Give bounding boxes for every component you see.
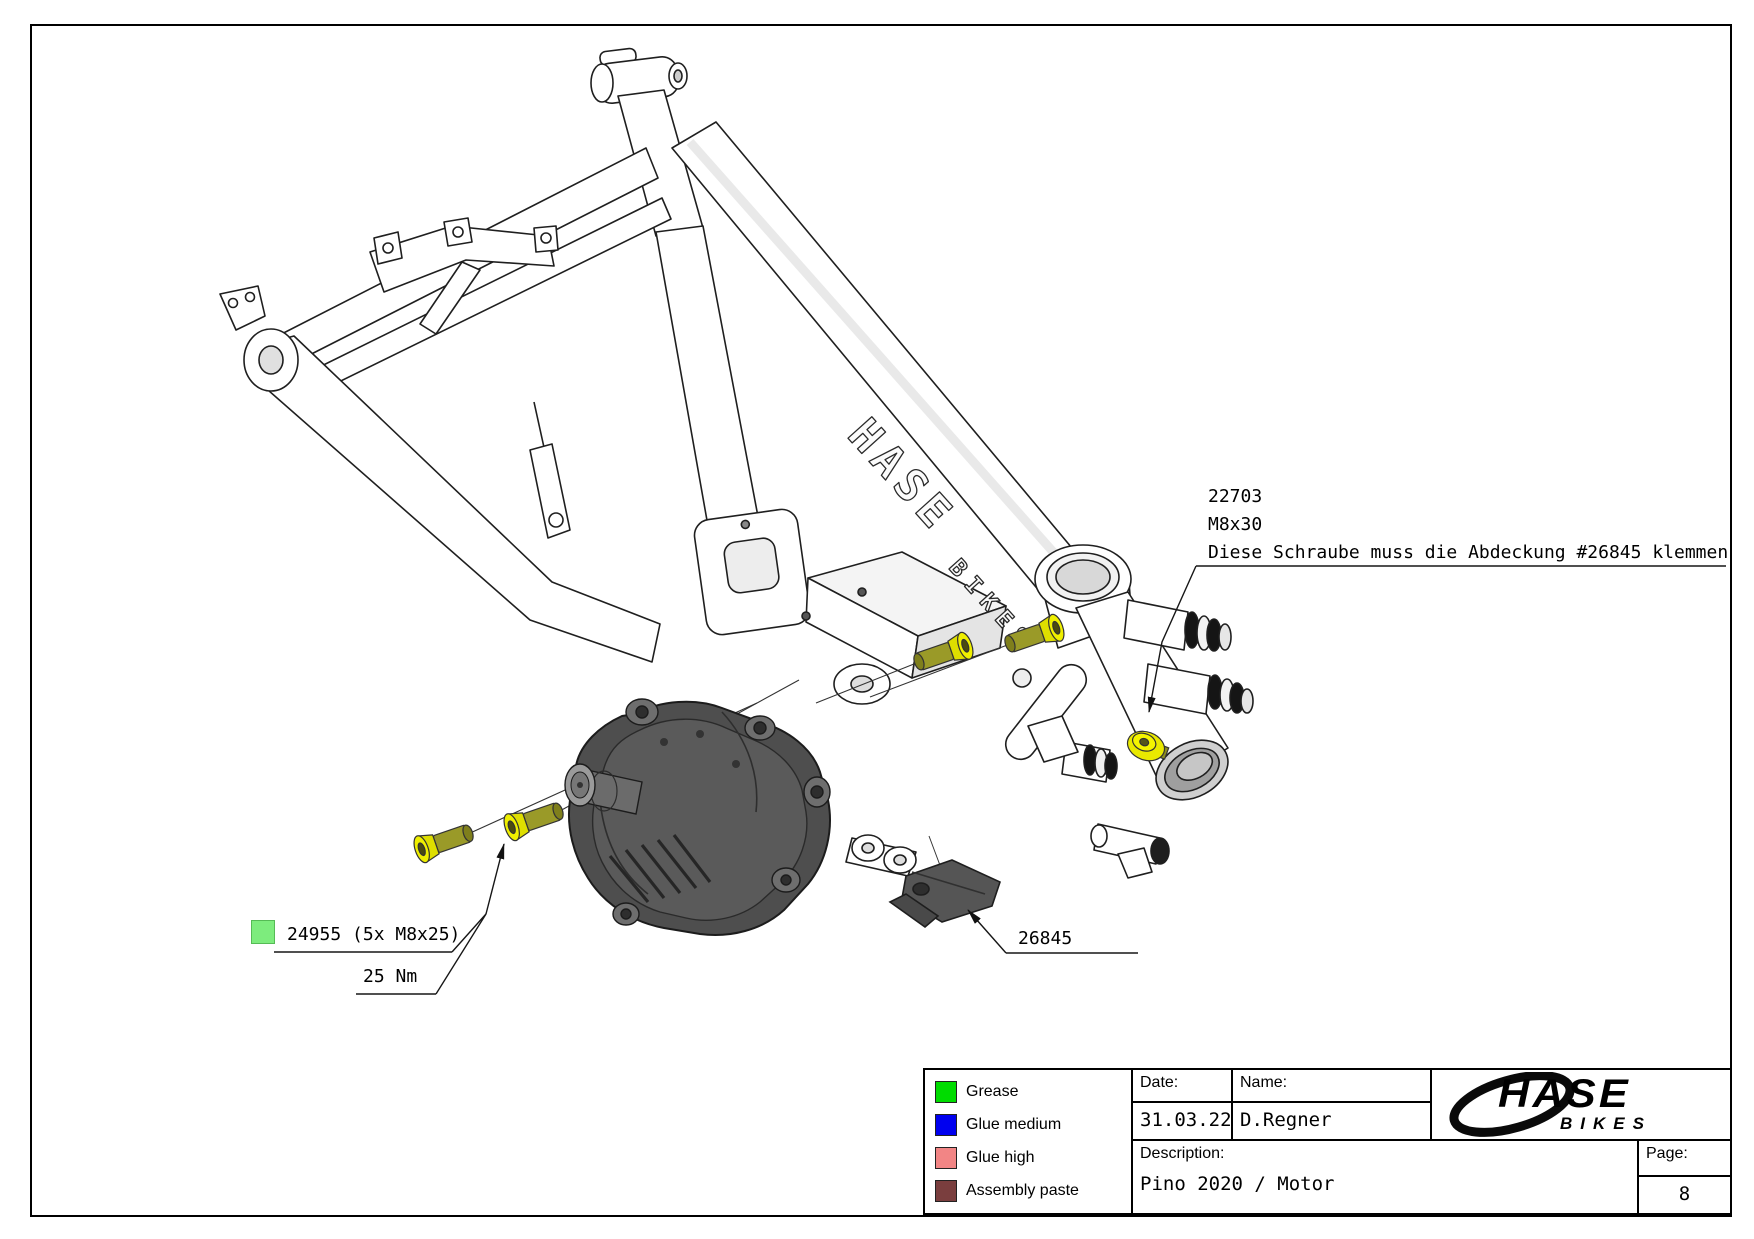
leader-22703 — [1147, 565, 1197, 713]
logo-swoosh-icon — [1449, 1071, 1575, 1137]
cable-strap — [529, 401, 571, 539]
cover-plate-26845 — [888, 859, 1001, 929]
motor — [564, 698, 831, 936]
page-number: 8 — [1678, 1183, 1691, 1205]
grease-swatch-icon — [935, 1081, 957, 1104]
grease-color-swatch — [251, 920, 275, 944]
motor-mount-tabs — [612, 698, 831, 926]
linkage-arm — [1004, 663, 1088, 763]
annotation-torque: 25 Nm — [363, 966, 418, 987]
title-block: Grease Glue medium Glue high Assembly pa… — [923, 1068, 1732, 1215]
screw-24955-2 — [503, 802, 564, 842]
mount-plate — [693, 508, 811, 636]
hase-bikes-logo: HASE BIKES — [1442, 1071, 1722, 1138]
legend-label: Glue medium — [966, 1116, 1062, 1134]
motor-shaft — [564, 763, 643, 815]
assembly-paste-swatch-icon — [935, 1179, 957, 1202]
screws-24955 — [413, 613, 1065, 864]
glue-high-swatch-icon — [935, 1146, 957, 1169]
head-lug — [219, 285, 299, 392]
screw-24955-3 — [913, 631, 974, 671]
legend-item-glue-high: Glue high — [935, 1145, 1131, 1171]
legend-label: Glue high — [966, 1148, 1035, 1166]
logo-text-hase: HASE — [1498, 1072, 1631, 1116]
description-header: Description: — [1140, 1145, 1225, 1162]
axle-stub-upper — [1123, 599, 1232, 652]
axle-stub-lower — [1143, 663, 1254, 715]
screw-24955-1 — [413, 824, 474, 864]
date-header: Date: — [1133, 1070, 1233, 1103]
logo-text-bikes: BIKES — [1560, 1114, 1652, 1133]
screw-22703 — [1126, 730, 1170, 762]
annotation-24955-label: 24955 (5x M8x25) — [287, 924, 461, 945]
name-value: D.Regner — [1233, 1103, 1432, 1141]
rack-mount — [369, 217, 559, 335]
motor-vents — [608, 834, 712, 904]
legend-label: Grease — [966, 1083, 1019, 1101]
leader-26845 — [967, 909, 1007, 954]
legend-item-assembly-paste: Assembly paste — [935, 1178, 1131, 1204]
annotation-22703-partno: 22703 — [1208, 486, 1263, 507]
date-value: 31.03.22 — [1133, 1103, 1233, 1141]
annotation-22703-size: M8x30 — [1208, 514, 1263, 535]
logo-cell: HASE BIKES — [1432, 1070, 1730, 1141]
screw-24955-4 — [1004, 613, 1065, 653]
glue-medium-swatch-icon — [935, 1114, 957, 1137]
page-header: Page: — [1639, 1141, 1730, 1177]
legend: Grease Glue medium Glue high Assembly pa… — [925, 1070, 1133, 1213]
annotation-26845: 26845 — [1018, 928, 1073, 949]
legend-item-glue-medium: Glue medium — [935, 1112, 1131, 1138]
leader-lines — [274, 565, 1726, 995]
sheet-border — [30, 24, 1732, 1217]
description-value: Pino 2020 / Motor — [1140, 1173, 1335, 1195]
legend-item-grease: Grease — [935, 1079, 1131, 1105]
down-tube — [251, 335, 661, 663]
rear-axle — [1090, 823, 1170, 879]
description-cell: Description: Pino 2020 / Motor — [1133, 1141, 1639, 1213]
leader-24955 — [485, 843, 505, 915]
legend-label: Assembly paste — [966, 1181, 1079, 1199]
annotation-22703-note: Diese Schraube muss die Abdeckung #26845… — [1208, 542, 1729, 563]
name-header: Name: — [1233, 1070, 1432, 1103]
pivot-link — [845, 834, 917, 877]
bike-frame: HASE BIKES — [219, 47, 1254, 879]
